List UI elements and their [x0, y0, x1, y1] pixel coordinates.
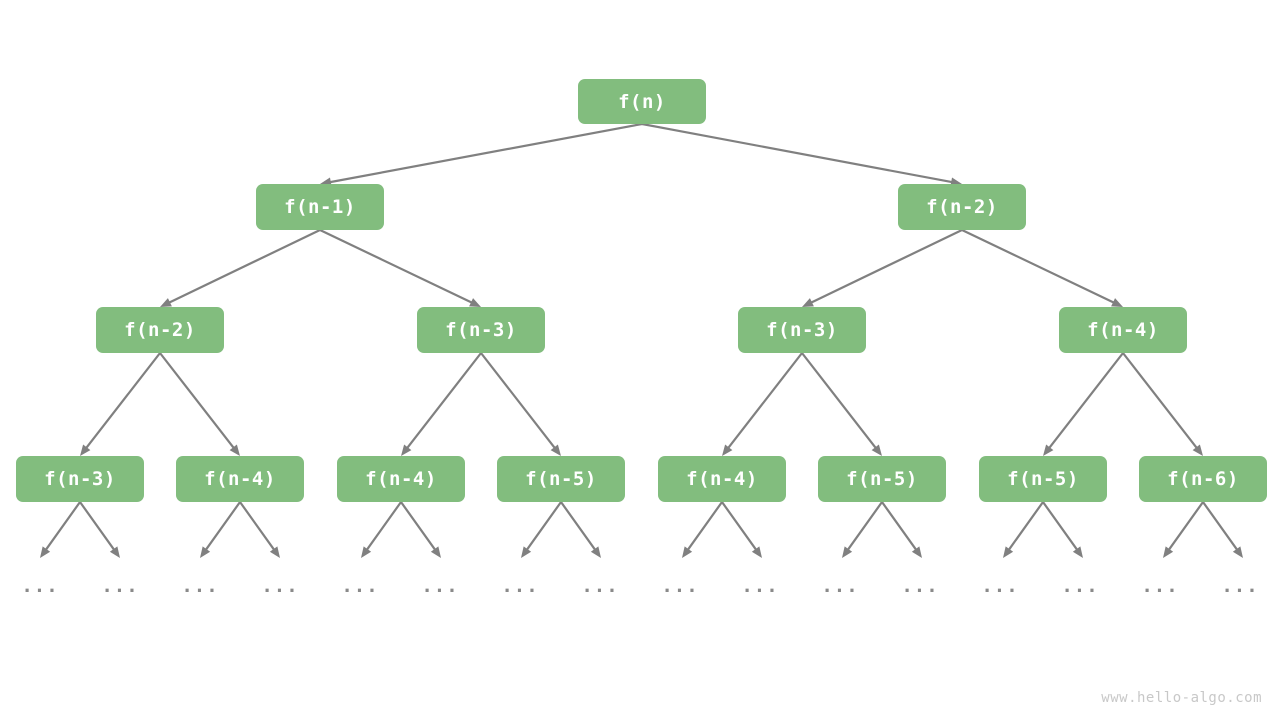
ellipsis-marker: ...	[181, 575, 219, 597]
leaf-edge-6-line	[526, 500, 563, 551]
leaf-edge-11-head	[911, 546, 922, 558]
edge-n11-n111-line	[85, 351, 162, 449]
edge-n2-n22-line	[960, 228, 1115, 304]
ellipsis-marker: ...	[741, 575, 779, 597]
edge-n21-n212-head	[871, 444, 882, 456]
leaf-edge-13-head	[1072, 546, 1083, 558]
tree-node-n221: f(n-5)	[979, 456, 1107, 502]
edge-n2-n21-head	[802, 298, 814, 307]
leaf-edge-8-head	[682, 546, 693, 558]
edge-n11-n111-head	[80, 444, 91, 456]
leaf-edge-14-line	[1168, 500, 1205, 551]
tree-node-n0: f(n)	[578, 79, 706, 124]
leaf-edge-12-line	[1008, 500, 1045, 551]
leaf-edge-3-line	[238, 500, 275, 551]
leaf-edge-8-line	[687, 500, 724, 551]
leaf-edge-9-line	[720, 500, 757, 551]
leaf-edge-10-head	[842, 546, 853, 558]
edge-n22-n221-head	[1043, 444, 1054, 456]
leaf-edge-2-line	[205, 500, 242, 551]
edge-n1-n11-head	[160, 298, 172, 307]
edge-n0-n2-line	[640, 122, 953, 184]
ellipsis-marker: ...	[901, 575, 939, 597]
ellipsis-marker: ...	[1061, 575, 1099, 597]
tree-node-n2: f(n-2)	[898, 184, 1026, 230]
edge-n12-n122-head	[550, 444, 561, 456]
watermark: www.hello-algo.com	[1101, 690, 1262, 706]
leaf-edge-11-line	[880, 500, 917, 551]
edge-n2-n21-line	[810, 228, 964, 304]
tree-node-n211: f(n-4)	[658, 456, 786, 502]
edge-n21-n211-head	[722, 444, 733, 456]
edge-n0-n1-line	[329, 122, 644, 184]
leaf-edge-15-head	[1232, 546, 1243, 558]
edge-n12-n121-line	[406, 351, 483, 449]
leaf-edge-1-head	[109, 546, 120, 558]
ellipsis-marker: ...	[341, 575, 379, 597]
tree-node-n121: f(n-4)	[337, 456, 465, 502]
ellipsis-marker: ...	[1141, 575, 1179, 597]
leaf-edge-4-line	[366, 500, 403, 551]
leaf-edge-0-head	[40, 546, 51, 558]
ellipsis-marker: ...	[261, 575, 299, 597]
edge-n2-n22-head	[1111, 298, 1123, 307]
edge-n11-n112-line	[158, 351, 235, 449]
leaf-edge-5-head	[430, 546, 441, 558]
tree-node-n222: f(n-6)	[1139, 456, 1267, 502]
ellipsis-marker: ...	[821, 575, 859, 597]
edge-n1-n12-head	[469, 298, 481, 307]
tree-node-n12: f(n-3)	[417, 307, 545, 353]
leaf-edge-14-head	[1163, 546, 1174, 558]
leaf-edge-6-head	[521, 546, 532, 558]
edge-n11-n112-head	[229, 444, 240, 456]
leaf-edge-7-head	[590, 546, 601, 558]
tree-node-n112: f(n-4)	[176, 456, 304, 502]
tree-node-n212: f(n-5)	[818, 456, 946, 502]
leaf-edge-1-line	[78, 500, 115, 551]
tree-node-n21: f(n-3)	[738, 307, 866, 353]
edge-n22-n222-head	[1192, 444, 1203, 456]
tree-node-n1: f(n-1)	[256, 184, 384, 230]
ellipsis-marker: ...	[581, 575, 619, 597]
ellipsis-marker: ...	[1221, 575, 1259, 597]
leaf-edge-5-line	[399, 500, 436, 551]
tree-node-n22: f(n-4)	[1059, 307, 1187, 353]
leaf-edge-7-line	[559, 500, 596, 551]
edge-n21-n211-line	[727, 351, 804, 449]
ellipsis-marker: ...	[501, 575, 539, 597]
tree-node-n122: f(n-5)	[497, 456, 625, 502]
leaf-edge-3-head	[269, 546, 280, 558]
edge-n12-n121-head	[401, 444, 412, 456]
edge-n12-n122-line	[479, 351, 556, 449]
ellipsis-marker: ...	[21, 575, 59, 597]
ellipsis-marker: ...	[661, 575, 699, 597]
edge-n1-n12-line	[318, 228, 473, 304]
leaf-edge-2-head	[200, 546, 211, 558]
leaf-edge-9-head	[751, 546, 762, 558]
edge-n22-n221-line	[1048, 351, 1125, 449]
tree-node-n11: f(n-2)	[96, 307, 224, 353]
edge-n22-n222-line	[1121, 351, 1198, 449]
leaf-edge-4-head	[361, 546, 372, 558]
edge-n21-n212-line	[800, 351, 877, 449]
edge-n1-n11-line	[168, 228, 322, 304]
ellipsis-marker: ...	[101, 575, 139, 597]
tree-node-n111: f(n-3)	[16, 456, 144, 502]
leaf-edge-13-line	[1041, 500, 1078, 551]
leaf-edge-15-line	[1201, 500, 1238, 551]
leaf-edge-0-line	[45, 500, 82, 551]
ellipsis-marker: ...	[421, 575, 459, 597]
ellipsis-marker: ...	[981, 575, 1019, 597]
leaf-edge-12-head	[1003, 546, 1014, 558]
leaf-edge-10-line	[847, 500, 884, 551]
